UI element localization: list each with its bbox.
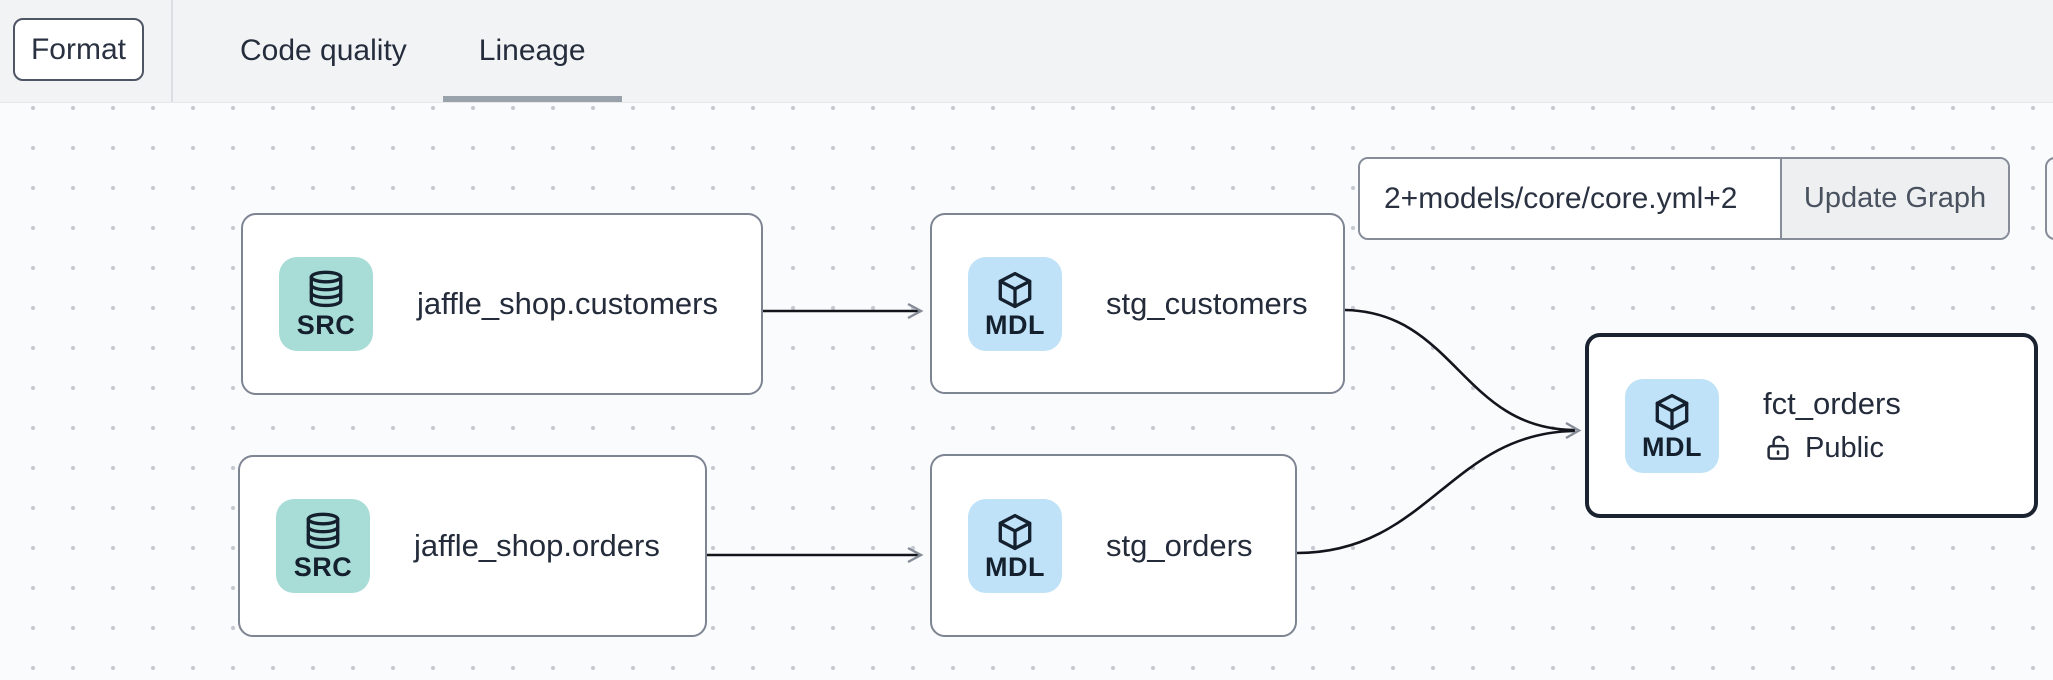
clipped-edge-button[interactable]: [2045, 157, 2053, 240]
cube-icon: [998, 513, 1032, 550]
tab-label: Lineage: [478, 34, 586, 67]
access-label: Public: [1805, 431, 1884, 464]
tab-bar: Code quality Lineage: [204, 0, 622, 102]
node-jaffle-shop-orders[interactable]: SRC jaffle_shop.orders: [238, 455, 707, 637]
active-tab-underline: [442, 96, 622, 102]
node-title: jaffle_shop.orders: [414, 528, 660, 564]
model-badge: MDL: [1625, 378, 1719, 473]
toolbar-divider: [171, 0, 173, 102]
model-badge: MDL: [968, 256, 1062, 351]
cube-icon: [998, 271, 1032, 308]
badge-label: MDL: [1642, 431, 1702, 462]
model-badge: MDL: [968, 498, 1062, 593]
graph-selector-widget: Update Graph: [1358, 157, 2010, 240]
node-title: jaffle_shop.customers: [417, 286, 718, 322]
access-row: Public: [1763, 432, 1901, 465]
cube-icon: [1655, 393, 1689, 430]
source-badge: SRC: [276, 499, 370, 593]
tab-code-quality[interactable]: Code quality: [204, 0, 443, 102]
selector-input[interactable]: [1360, 159, 1780, 238]
node-title: stg_orders: [1106, 527, 1253, 563]
badge-label: SRC: [296, 310, 356, 340]
node-fct-orders[interactable]: MDL fct_orders Public: [1585, 333, 2038, 518]
source-badge: SRC: [279, 257, 373, 351]
node-stg-orders[interactable]: MDL stg_orders: [930, 454, 1297, 637]
tab-lineage[interactable]: Lineage: [442, 0, 622, 102]
badge-label: MDL: [985, 551, 1045, 582]
node-text-block: fct_orders Public: [1763, 386, 1901, 465]
node-stg-customers[interactable]: MDL stg_customers: [930, 213, 1345, 394]
toolbar: Format Code quality Lineage: [0, 0, 2053, 103]
badge-label: SRC: [293, 552, 353, 582]
node-title: fct_orders: [1763, 386, 1901, 422]
format-button[interactable]: Format: [13, 18, 144, 81]
tab-label: Code quality: [240, 34, 407, 67]
database-icon: [309, 270, 343, 308]
unlock-icon: [1767, 436, 1789, 461]
node-title: stg_customers: [1106, 285, 1308, 321]
database-icon: [306, 512, 340, 550]
badge-label: MDL: [985, 309, 1045, 340]
node-jaffle-shop-customers[interactable]: SRC jaffle_shop.customers: [241, 213, 763, 395]
update-graph-button[interactable]: Update Graph: [1780, 159, 2008, 238]
